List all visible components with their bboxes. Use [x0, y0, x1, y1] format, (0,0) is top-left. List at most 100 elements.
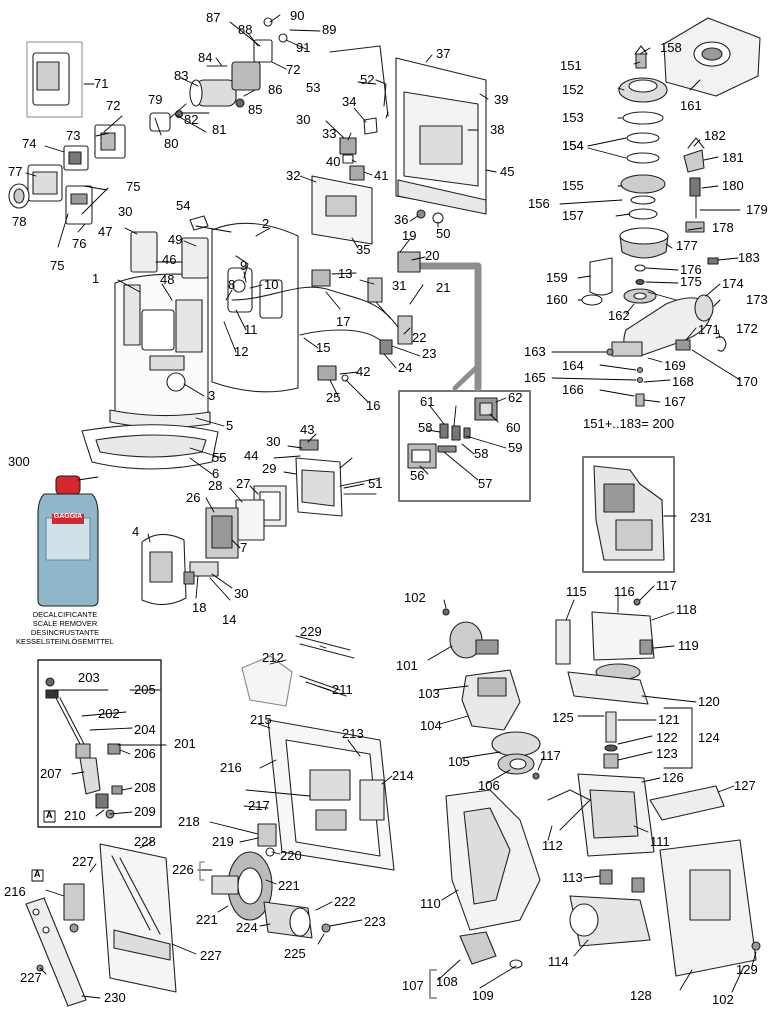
part-label-76: 76: [72, 236, 86, 251]
part-label-72: 72: [106, 98, 120, 113]
part-label-28: 28: [208, 478, 222, 493]
part-label-109: 109: [472, 988, 494, 1003]
part-label-34: 34: [342, 94, 356, 109]
part-label-22: 22: [412, 330, 426, 345]
bottle-300: [37, 475, 99, 607]
part-label-43: 43: [300, 422, 314, 437]
part-label-177: 177: [676, 238, 698, 253]
part-label-226: 226: [172, 862, 194, 877]
part-label-15: 15: [316, 340, 330, 355]
part-label-20: 20: [425, 248, 439, 263]
part-label-30: 30: [234, 586, 248, 601]
part-label-205: 205: [134, 682, 156, 697]
lower-chassis-parts: [25, 635, 395, 1007]
part-label-30: 30: [266, 434, 280, 449]
part-label-175: 175: [680, 274, 702, 289]
part-label-212: 212: [262, 650, 284, 665]
part-label-49: 49: [168, 232, 182, 247]
part-label-18: 18: [192, 600, 206, 615]
part-label-5: 5: [226, 418, 233, 433]
part-label-83: 83: [174, 68, 188, 83]
part-label-45: 45: [500, 164, 514, 179]
part-label-26: 26: [186, 490, 200, 505]
part-label-33: 33: [322, 126, 336, 141]
part-label-208: 208: [134, 780, 156, 795]
part-label-104: 104: [420, 718, 442, 733]
part-label-227: 227: [200, 948, 222, 963]
part-label-227: 227: [20, 970, 42, 985]
part-label-47: 47: [98, 224, 112, 239]
part-label-35: 35: [356, 242, 370, 257]
part-label-60: 60: [506, 420, 520, 435]
part-label-2: 2: [262, 216, 269, 231]
part-label-101: 101: [396, 658, 418, 673]
part-label-54: 54: [176, 198, 190, 213]
part-label-56: 56: [410, 468, 424, 483]
part-label-4: 4: [132, 524, 139, 539]
part-label-201: 201: [174, 736, 196, 751]
valve-kit-201: [45, 677, 123, 819]
part-label-88: 88: [238, 22, 252, 37]
part-label-8: 8: [228, 277, 235, 292]
part-label-46: 46: [162, 252, 176, 267]
part-label-216: 216: [4, 884, 26, 899]
part-label-214: 214: [392, 768, 414, 783]
part-label-115: 115: [566, 584, 587, 599]
part-label-183: 183: [738, 250, 760, 265]
part-label-204: 204: [134, 722, 156, 737]
part-label-17: 17: [336, 314, 350, 329]
frame-56-62: [398, 390, 531, 502]
part-label-102: 102: [712, 992, 734, 1007]
part-label-166: 166: [562, 382, 584, 397]
part-label-53: 53: [306, 80, 320, 95]
part-label-202: 202: [98, 706, 120, 721]
part-label-203: 203: [78, 670, 100, 685]
callout-bar: [400, 262, 482, 392]
part-label-103: 103: [418, 686, 440, 701]
part-label-122: 122: [656, 730, 678, 745]
part-label-11: 11: [244, 322, 258, 337]
part-label-25: 25: [326, 390, 340, 405]
part-label-153: 153: [562, 110, 584, 125]
part-label-120: 120: [698, 694, 720, 709]
part-label-222: 222: [334, 894, 356, 909]
part-label-81: 81: [212, 122, 226, 137]
part-label-217: 217: [248, 798, 270, 813]
part-label-176: 176: [680, 262, 702, 277]
part-label-170: 170: [736, 374, 758, 389]
part-label-228: 228: [134, 834, 156, 849]
gearbox-parts: [581, 17, 761, 407]
part-label-181: 181: [722, 150, 744, 165]
part-label-163: 163: [524, 344, 546, 359]
part-label-72: 72: [286, 62, 300, 77]
callout-bar: [452, 363, 481, 391]
part-label-179: 179: [746, 202, 768, 217]
part-label-78: 78: [12, 214, 26, 229]
part-label-209: 209: [134, 804, 156, 819]
part-label-125: 125: [552, 710, 574, 725]
part-label-173: 173: [746, 292, 768, 307]
part-label-82: 82: [184, 112, 198, 127]
part-label-210: 210: [64, 808, 86, 823]
part-label-165: 165: [524, 370, 546, 385]
part-label-107: 107: [402, 978, 424, 993]
part-label-10: 10: [264, 277, 278, 292]
front-panel-parts: [81, 215, 299, 470]
part-label-87: 87: [206, 10, 220, 25]
part-label-3: 3: [208, 388, 215, 403]
part-label-114: 114: [548, 954, 569, 969]
bottle-text-4: KESSELSTEINLÖSEMITTEL: [16, 637, 114, 646]
part-label-215: 215: [250, 712, 272, 727]
part-label-77: 77: [8, 164, 22, 179]
part-label-157: 157: [562, 208, 584, 223]
part-label-91: 91: [296, 40, 310, 55]
part-label-32: 32: [286, 168, 300, 183]
part-label-213: 213: [342, 726, 364, 741]
part-label-164: 164: [562, 358, 584, 373]
part-label-154: 154: [562, 138, 584, 153]
part-label-90: 90: [290, 8, 304, 23]
part-label-84: 84: [198, 50, 212, 65]
leader-lines: [25, 14, 757, 999]
part-label-6: 6: [212, 466, 219, 481]
part-label-24: 24: [398, 360, 412, 375]
